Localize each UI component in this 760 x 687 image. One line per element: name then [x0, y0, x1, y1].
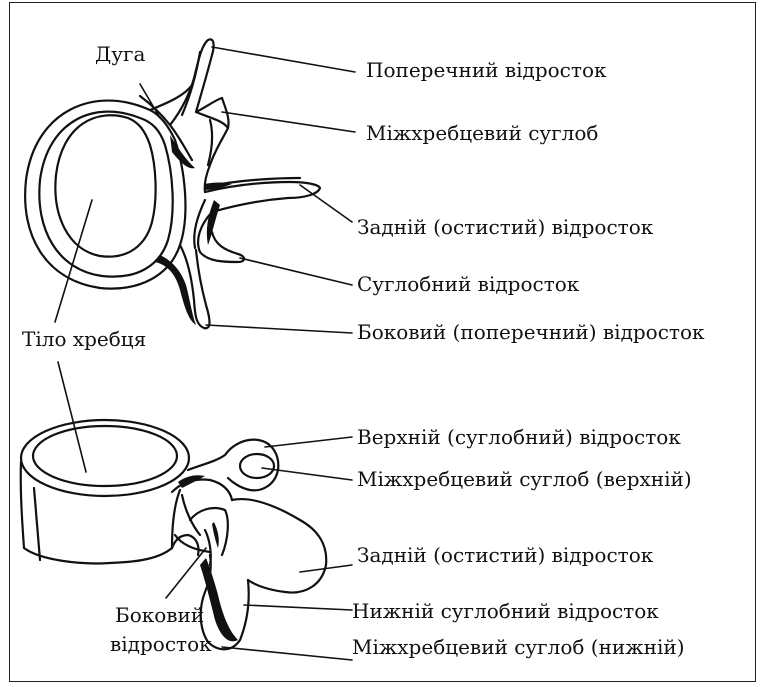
top-body-inner: [55, 115, 155, 256]
label-lateral-process-bottom-1: Боковий: [115, 603, 204, 627]
label-lateral-process-top: Боковий (поперечний) відросток: [357, 320, 705, 344]
top-body-rim: [39, 112, 172, 277]
label-intervertebral-joint-upper: Міжхребцевий суглоб (верхній): [357, 467, 692, 491]
label-posterior-process-top: Задній (остистий) відросток: [357, 215, 653, 239]
bottom-body-top-outer: [21, 420, 189, 496]
label-vertebral-body: Тіло хребця: [22, 327, 146, 351]
bottom-body-top-inner: [33, 426, 177, 486]
label-transverse-process: Поперечний відросток: [366, 58, 606, 82]
label-posterior-process-bottom: Задній (остистий) відросток: [357, 543, 653, 567]
label-intervertebral-joint-lower: Міжхребцевий суглоб (нижній): [352, 635, 685, 659]
label-arch: Дуга: [95, 42, 145, 66]
label-intervertebral-joint: Міжхребцевий суглоб: [366, 121, 598, 145]
bottom-spinous-process: [232, 499, 326, 592]
top-articular-process: [198, 212, 244, 262]
top-vertebra: [25, 39, 320, 328]
label-lower-articular-process: Нижній суглобний відросток: [352, 599, 659, 623]
label-upper-articular-process: Верхній (суглобний) відросток: [357, 425, 681, 449]
label-articular-process: Суглобний відросток: [357, 272, 579, 296]
label-lateral-process-bottom-2: відросток: [110, 632, 212, 656]
bottom-joint-upper: [240, 454, 274, 478]
